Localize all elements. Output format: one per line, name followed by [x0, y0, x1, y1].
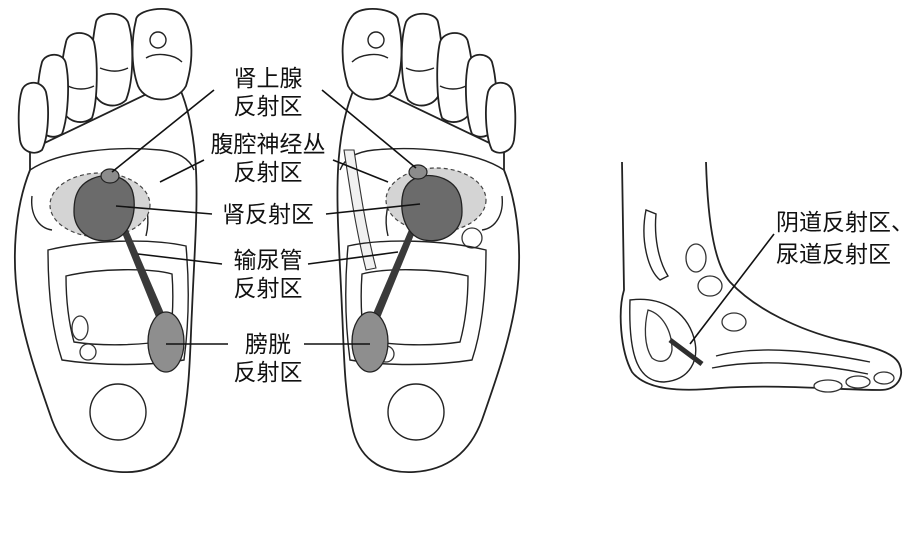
- right-heel-pad: [387, 383, 445, 441]
- right-ureter: [372, 218, 420, 318]
- right-adrenal: [408, 164, 428, 180]
- right-toe-5: [485, 81, 517, 154]
- kidney-label: 肾反射区: [222, 202, 314, 228]
- side-foot-outline: [619, 161, 902, 391]
- left-foot: [13, 7, 198, 473]
- ureter-label-line1: 输尿管: [234, 248, 303, 274]
- right-foot: [336, 7, 521, 473]
- vagina-urethra-label-line1: 阴道反射区、: [776, 210, 914, 236]
- urethra-reflex-line: [668, 338, 704, 366]
- left-heel-pad: [89, 383, 147, 441]
- right-toe-2: [400, 12, 444, 107]
- adrenal-label-line1: 肾上腺: [234, 66, 303, 92]
- right-foot-outline: [336, 78, 521, 473]
- right-bladder: [351, 311, 389, 373]
- left-kidney: [73, 175, 135, 242]
- side-view-foot: [619, 161, 902, 393]
- bladder-label-line2: 反射区: [234, 360, 303, 386]
- bladder-label-line1: 膀胱: [245, 332, 291, 358]
- labels: 肾上腺 反射区 腹腔神经丛 反射区 肾反射区 输尿管 反射区 膀胱 反射区 阴道…: [211, 66, 915, 386]
- leader-lines: [111, 89, 775, 345]
- celiac-label-line2: 反射区: [234, 160, 303, 186]
- left-ureter: [116, 216, 166, 322]
- left-bladder: [147, 311, 185, 373]
- left-foot-outline: [13, 78, 198, 473]
- ureter-label-line2: 反射区: [234, 276, 303, 302]
- left-toe-5: [17, 81, 49, 154]
- adrenal-label-line2: 反射区: [234, 94, 303, 120]
- left-toe-2: [90, 12, 134, 107]
- left-adrenal: [100, 168, 120, 184]
- right-kidney: [401, 175, 463, 242]
- vagina-urethra-label-line2: 尿道反射区: [776, 242, 891, 268]
- celiac-label-line1: 腹腔神经丛: [211, 132, 326, 158]
